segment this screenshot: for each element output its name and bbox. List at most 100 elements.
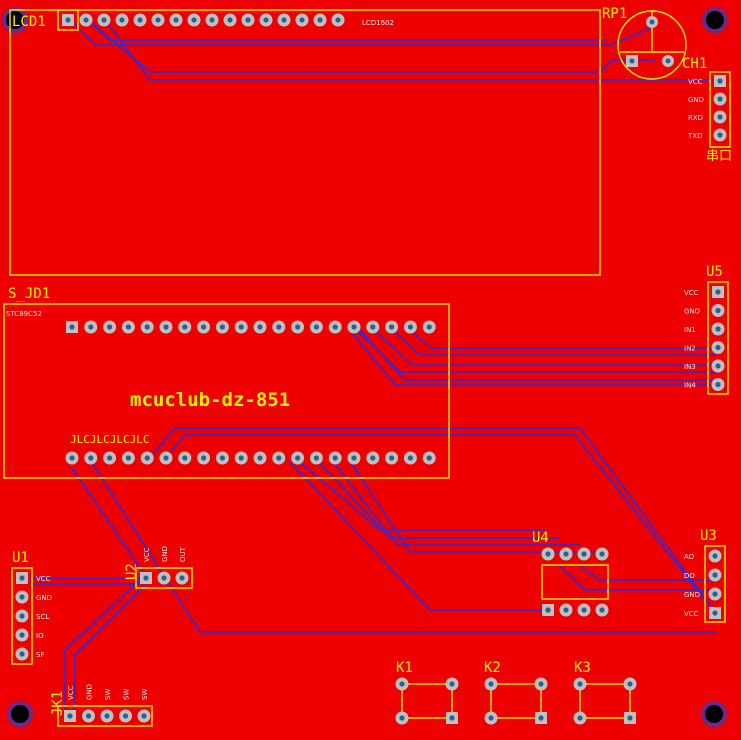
drill-hole [85, 713, 92, 719]
drill-hole [19, 575, 25, 581]
mcu-socket: S_JD1 STC89C52 mcuclub-dz-851 JLCJLCJLCJ… [3, 286, 450, 479]
drill-hole [715, 289, 721, 295]
drill-hole [426, 324, 432, 330]
drill-hole [712, 572, 718, 578]
drill-hole [407, 324, 413, 330]
button-outline [579, 683, 631, 719]
drill-hole [163, 324, 169, 330]
drill-hole [399, 681, 405, 687]
drill-hole [545, 607, 551, 613]
drill-hole [313, 324, 319, 330]
button-outline [401, 683, 453, 719]
drill-hole [715, 344, 721, 351]
drill-hole [144, 455, 150, 461]
drill-hole [599, 551, 605, 557]
sjd1-label: S_JD1 [8, 286, 50, 302]
drill-hole [238, 455, 244, 461]
jk1-pin-label: VCC [67, 685, 75, 700]
u5-pin-label: IN2 [684, 345, 696, 353]
drill-hole [257, 324, 263, 330]
drill-hole [577, 715, 583, 721]
drill-hole [107, 324, 113, 330]
drill-hole [581, 607, 587, 613]
u5-pin-label: IN1 [684, 326, 696, 334]
u4-ic: U4 [532, 530, 609, 617]
drill-hole [488, 681, 494, 687]
drill-hole [155, 17, 161, 23]
drill-hole [19, 632, 25, 638]
drill-hole [563, 551, 569, 557]
k3-label: K3 [574, 660, 591, 676]
drill-hole [161, 575, 167, 581]
drill-hole [715, 363, 721, 369]
drill-hole [599, 607, 605, 613]
u3-pin-label: GND [684, 591, 700, 599]
drill-hole [627, 681, 633, 687]
drill-hole [245, 17, 251, 23]
ch1-pin-label: TXD [687, 132, 702, 140]
lcd-pin-header [62, 13, 345, 27]
drill-hole [101, 17, 107, 23]
u1-pin-label: VCC [36, 575, 51, 583]
drill-hole [263, 17, 269, 23]
drill-hole [201, 324, 207, 330]
u3-header: U3 AO DO GND VCC [684, 528, 726, 623]
drill-hole [332, 324, 338, 330]
k2-label: K2 [484, 660, 501, 676]
drill-hole [19, 613, 25, 619]
drill-hole [295, 324, 301, 330]
drill-hole [335, 17, 341, 23]
drill-hole [201, 455, 207, 461]
drill-hole [69, 455, 75, 461]
drill-hole [163, 455, 169, 461]
drill-hole [88, 324, 94, 330]
drill-hole [182, 455, 188, 461]
lcd-part-label: LCD1602 [362, 19, 394, 27]
u3-pin-label: DO [684, 572, 695, 580]
drill-hole [83, 17, 89, 23]
jk1-pin-label: SW [141, 689, 149, 700]
drill-hole [577, 681, 583, 687]
push-buttons: K1 K2 K3 [395, 660, 637, 725]
drill-hole [545, 551, 551, 557]
ch1-pin-label: GND [688, 96, 704, 104]
drill-hole [317, 17, 323, 23]
ch1-pin-label: RXD [688, 114, 703, 122]
drill-hole [276, 324, 282, 330]
rp1-potentiometer: RP1 [602, 6, 687, 80]
jk1-label: JK1 [50, 691, 66, 716]
drill-hole [257, 455, 263, 461]
drill-hole [141, 713, 147, 719]
drill-hole [370, 455, 376, 461]
drill-hole [144, 324, 150, 330]
drill-hole [370, 324, 376, 330]
drill-hole [426, 455, 432, 461]
drill-hole [449, 681, 455, 687]
drill-hole [538, 681, 544, 687]
u1-pin-label: SF [36, 651, 44, 659]
lcd-ref-label: LCD1 [12, 14, 46, 30]
u4-label: U4 [532, 530, 549, 546]
u5-pin-label: GND [684, 308, 700, 316]
u5-pin-label: IN3 [684, 363, 696, 371]
drill-hole [717, 132, 723, 138]
drill-hole [332, 455, 338, 461]
drill-hole [563, 607, 569, 613]
drill-hole [717, 78, 723, 84]
serial-label: 串口 [706, 149, 732, 164]
u3-label: U3 [700, 528, 717, 544]
drill-hole [717, 96, 723, 102]
board-title: mcuclub-dz-851 [130, 389, 290, 411]
u3-pin-label: VCC [684, 610, 699, 618]
u2-pin-label: VCC [143, 547, 151, 562]
drill-hole [179, 575, 185, 581]
u3-pin-label: AO [684, 553, 695, 561]
u5-pin-label: IN4 [684, 382, 696, 390]
drill-hole [313, 455, 319, 461]
rp1-label: RP1 [602, 6, 627, 22]
u1-label: U1 [12, 550, 29, 566]
drill-hole [227, 17, 233, 23]
u5-label: U5 [706, 264, 723, 280]
